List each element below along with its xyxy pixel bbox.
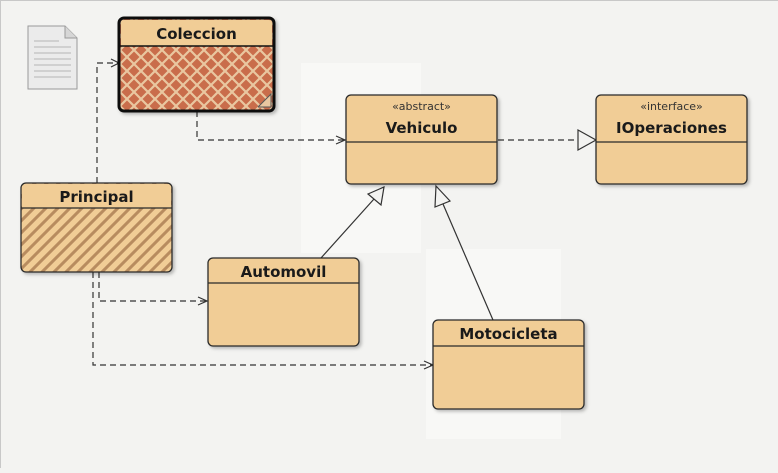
- class-name: Motocicleta: [459, 325, 557, 343]
- class-name: Principal: [59, 188, 133, 206]
- arrowhead: [197, 296, 209, 306]
- arrowhead: [335, 135, 347, 145]
- dependency-principal-automovil[interactable]: [98, 272, 207, 302]
- class-name: Automovil: [241, 263, 327, 281]
- class-principal[interactable]: Principal: [20, 182, 173, 273]
- class-vehiculo[interactable]: «abstract» Vehiculo: [345, 94, 498, 185]
- document-icon[interactable]: [27, 25, 78, 90]
- triangle-arrowhead: [434, 184, 452, 208]
- triangle-arrowhead: [366, 186, 385, 207]
- class-stereotype: «abstract»: [392, 100, 451, 113]
- class-motocicleta[interactable]: Motocicleta: [432, 319, 585, 410]
- class-stereotype: «interface»: [640, 100, 703, 113]
- class-name: IOperaciones: [616, 119, 727, 137]
- class-coleccion[interactable]: Coleccion: [117, 16, 276, 113]
- class-name: Vehiculo: [386, 119, 458, 137]
- dependency-principal-coleccion[interactable]: [96, 62, 119, 183]
- class-automovil[interactable]: Automovil: [207, 257, 360, 347]
- class-name: Coleccion: [156, 25, 237, 43]
- generalization-motocicleta-vehiculo[interactable]: [442, 203, 494, 321]
- class-ioperaciones[interactable]: «interface» IOperaciones: [595, 94, 748, 185]
- dependency-principal-motocicleta[interactable]: [92, 272, 433, 366]
- resize-handle[interactable]: [257, 92, 272, 108]
- triangle-arrowhead: [577, 128, 598, 152]
- generalization-automovil-vehiculo[interactable]: [320, 198, 375, 259]
